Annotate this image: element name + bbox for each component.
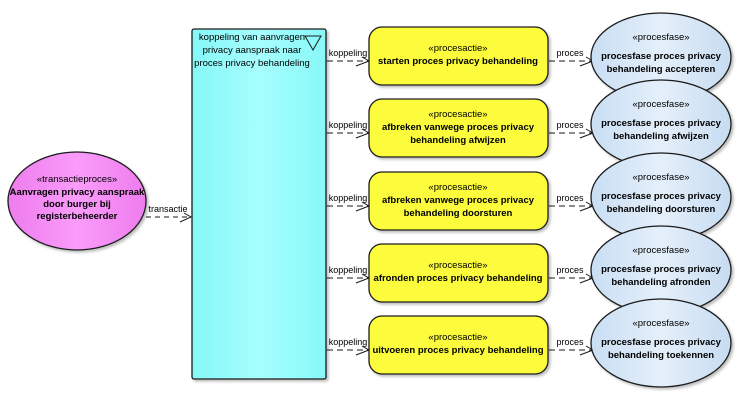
process-action-name: starten proces privacy behandeling (378, 56, 538, 67)
process-phase-name: behandeling afronden (611, 277, 710, 288)
coupling-name-line-3: proces privacy behandeling (194, 58, 310, 69)
process-action-name: behandeling doorsturen (404, 208, 513, 219)
process-phase-name: procesfase proces privacy (601, 51, 722, 62)
process-action-stereotype: «procesactie» (428, 260, 487, 271)
coupling-edge[interactable]: koppeling (327, 120, 371, 139)
process-action-node[interactable]: «procesactie» afronden proces privacy beh… (368, 243, 549, 303)
process-phase-node[interactable]: «procesfase» procesfase proces privacy beh… (590, 12, 732, 102)
process-edge-label: proces (556, 265, 584, 275)
transaction-edge[interactable]: transactie (146, 204, 193, 223)
transaction-process-name-line-1: Aanvragen privacy aanspraak (10, 187, 145, 198)
transaction-edge-label: transactie (148, 204, 187, 214)
process-edge-label: proces (556, 48, 584, 58)
coupling-edge[interactable]: koppeling (327, 48, 371, 67)
process-phase-node[interactable]: «procesfase» procesfase proces privacy beh… (590, 79, 732, 169)
process-action-node[interactable]: «procesactie» afbreken vanwege proces pri… (368, 171, 549, 231)
process-action-name: afronden proces privacy behandeling (374, 273, 543, 284)
coupling-edge[interactable]: koppeling (327, 265, 371, 284)
process-edge[interactable]: proces (549, 265, 595, 284)
process-phase-name: behandeling doorsturen (607, 204, 716, 215)
coupling-name-line-2: privacy aanspraak naar (203, 45, 302, 56)
transaction-process-stereotype: «transactieproces» (37, 174, 117, 185)
process-phase-name: procesfase proces privacy (601, 337, 722, 348)
process-action-name: afbreken vanwege proces privacy (382, 195, 535, 206)
transaction-process-name-line-2: door burger bij (43, 199, 111, 210)
process-phase-node[interactable]: «procesfase» procesfase proces privacy beh… (590, 225, 732, 315)
process-edge[interactable]: proces (549, 48, 595, 67)
process-action-node[interactable]: «procesactie» afbreken vanwege proces pri… (368, 98, 549, 158)
process-phase-name: procesfase proces privacy (601, 118, 722, 129)
coupling-edge-label: koppeling (329, 193, 368, 203)
transaction-process-name-line-3: registerbeheerder (37, 211, 118, 222)
process-phase-stereotype: «procesfase» (632, 318, 689, 329)
edges-layer: transactie koppeling proces koppeling proces… (146, 48, 595, 356)
process-action-name: uitvoeren proces privacy behandeling (372, 345, 543, 356)
process-actions: «procesactie» starten proces privacy beha… (368, 26, 549, 375)
process-action-name: afbreken vanwege proces privacy (382, 122, 535, 133)
process-action-stereotype: «procesactie» (428, 332, 487, 343)
process-phase-stereotype: «procesfase» (632, 99, 689, 110)
process-action-stereotype: «procesactie» (428, 43, 487, 54)
coupling-edge[interactable]: koppeling (327, 337, 371, 356)
transaction-process-node[interactable]: «transactieproces» Aanvragen privacy aan… (7, 151, 147, 251)
coupling-name-line-1: koppeling van aanvragen (199, 32, 305, 43)
coupling-edge-label: koppeling (329, 337, 368, 347)
triangle-down-icon (304, 35, 322, 52)
process-action-node[interactable]: «procesactie» starten proces privacy beha… (368, 26, 549, 86)
process-edge-label: proces (556, 337, 584, 347)
arrowhead-icon (179, 212, 193, 223)
process-edge-label: proces (556, 120, 584, 130)
process-phase-name: behandeling toekennen (608, 350, 714, 361)
process-action-name: behandeling afwijzen (410, 135, 506, 146)
process-phase-name: behandeling afwijzen (613, 131, 709, 142)
process-phases: «procesfase» procesfase proces privacy beh… (590, 12, 732, 388)
process-phase-stereotype: «procesfase» (632, 245, 689, 256)
process-phase-name: procesfase proces privacy (601, 264, 722, 275)
process-edge[interactable]: proces (549, 193, 595, 212)
process-phase-name: behandeling accepteren (607, 64, 716, 75)
process-edge-label: proces (556, 193, 584, 203)
process-phase-node[interactable]: «procesfase» procesfase proces privacy beh… (590, 152, 732, 242)
process-action-stereotype: «procesactie» (428, 182, 487, 193)
process-phase-node[interactable]: «procesfase» procesfase proces privacy beh… (590, 298, 732, 388)
process-edge[interactable]: proces (549, 337, 595, 356)
coupling-edge[interactable]: koppeling (327, 193, 371, 212)
process-phase-name: procesfase proces privacy (601, 191, 722, 202)
coupling-edge-label: koppeling (329, 120, 368, 130)
process-action-node[interactable]: «procesactie» uitvoeren proces privacy be… (368, 315, 549, 375)
coupling-edge-label: koppeling (329, 265, 368, 275)
process-phase-stereotype: «procesfase» (632, 172, 689, 183)
process-phase-stereotype: «procesfase» (632, 32, 689, 43)
coupling-edge-label: koppeling (329, 48, 368, 58)
process-action-stereotype: «procesactie» (428, 109, 487, 120)
process-edge[interactable]: proces (549, 120, 595, 139)
coupling-node[interactable]: koppeling van aanvragen privacy aanspraa… (191, 28, 327, 380)
